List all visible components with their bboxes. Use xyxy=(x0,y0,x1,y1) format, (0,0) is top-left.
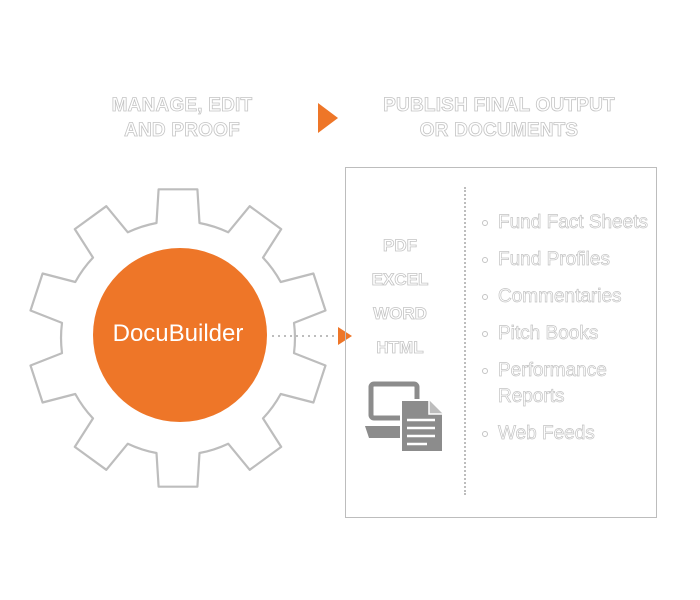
triangle-right-icon xyxy=(318,103,338,133)
heading-left-line-1: MANAGE, EDIT xyxy=(111,95,253,117)
document-name: Pitch Books xyxy=(498,323,599,345)
heading-publish-output: PUBLISH FINAL OUTPUT OR DOCUMENTS xyxy=(368,93,630,143)
output-panel xyxy=(345,167,657,518)
gear-icon xyxy=(29,188,327,488)
heading-left-line-2: AND PROOF xyxy=(124,120,240,142)
heading-manage-edit-proof: MANAGE, EDIT AND PROOF xyxy=(82,93,282,143)
list-item: Performance Reports xyxy=(482,358,652,410)
format-excel: EXCEL xyxy=(371,270,429,290)
document-name: Performance Reports xyxy=(498,360,607,408)
laptop-document-icon xyxy=(365,381,444,453)
list-item: Commentaries xyxy=(482,284,652,310)
bullet-icon xyxy=(482,431,488,437)
bullet-icon xyxy=(482,257,488,263)
docubuilder-hub xyxy=(93,248,267,422)
format-list: PDF EXCEL WORD HTML xyxy=(355,229,445,365)
bullet-icon xyxy=(482,220,488,226)
list-item: Fund Profiles xyxy=(482,247,652,273)
hub-label: DocuBuilder xyxy=(112,320,244,347)
document-name: Commentaries xyxy=(498,286,622,308)
format-word: WORD xyxy=(373,304,428,324)
list-item: Pitch Books xyxy=(482,321,652,347)
document-name: Fund Profiles xyxy=(498,249,611,271)
bullet-icon xyxy=(482,331,488,337)
document-list: Fund Fact Sheets Fund Profiles Commentar… xyxy=(482,210,652,458)
heading-right-line-2: OR DOCUMENTS xyxy=(419,120,579,142)
list-item: Fund Fact Sheets xyxy=(482,210,652,236)
document-name: Web Feeds xyxy=(498,423,596,445)
list-item: Web Feeds xyxy=(482,421,652,447)
format-pdf: PDF xyxy=(383,236,418,256)
panel-divider xyxy=(464,187,466,495)
heading-right-line-1: PUBLISH FINAL OUTPUT xyxy=(383,95,615,117)
bullet-icon xyxy=(482,368,488,374)
document-name: Fund Fact Sheets xyxy=(498,212,649,234)
format-html: HTML xyxy=(376,338,424,358)
bullet-icon xyxy=(482,294,488,300)
